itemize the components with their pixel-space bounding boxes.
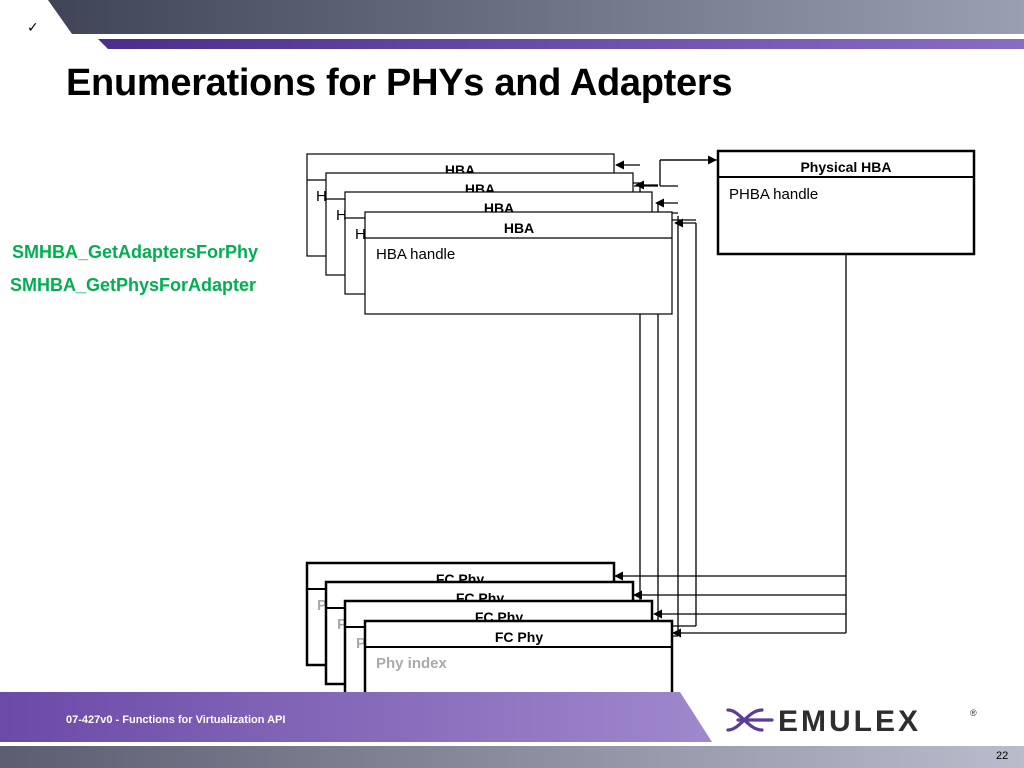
physical-hba-box: Physical HBA PHBA handle: [716, 149, 976, 256]
fc-phy-title: FC Phy: [495, 629, 543, 645]
physical-hba-field: PHBA handle: [729, 186, 818, 203]
emulex-mark-icon: [726, 708, 774, 732]
checkmark: ✓: [27, 20, 39, 36]
hba-peek: H: [316, 188, 327, 205]
hba-stack: HBA H HBA H HBA H HBA HBA handle: [306, 153, 673, 315]
hba-peek: H: [355, 226, 366, 243]
emulex-logo: EMULEX ®: [726, 705, 977, 738]
function-get-adapters-for-phy: SMHBA_GetAdaptersForPhy: [12, 242, 259, 262]
physical-hba-title: Physical HBA: [800, 159, 891, 175]
page-number: 22: [996, 750, 1009, 762]
fc-phy-peek: P: [317, 597, 327, 614]
function-get-phys-for-adapter: SMHBA_GetPhysForAdapter: [10, 275, 257, 295]
fc-phy-field: Phy index: [376, 655, 448, 672]
fc-phy-peek: P: [337, 616, 347, 633]
logo-registered: ®: [970, 708, 977, 718]
hba-field: HBA handle: [376, 246, 455, 263]
slide-title: Enumerations for PHYs and Adapters: [66, 62, 733, 104]
fc-phy-peek: P: [356, 635, 366, 652]
footer-text: 07-427v0 - Functions for Virtualization …: [66, 714, 286, 726]
top-banner: [48, 0, 1024, 49]
footer-banner: [0, 692, 1024, 768]
logo-text: EMULEX: [778, 705, 921, 738]
hba-peek: H: [336, 207, 347, 224]
hba-title: HBA: [504, 220, 534, 236]
fc-phy-stack: FC Phy P FC Phy P FC Phy P FC Phy Phy in…: [305, 561, 674, 725]
hba-box: HBA HBA handle: [364, 211, 673, 315]
